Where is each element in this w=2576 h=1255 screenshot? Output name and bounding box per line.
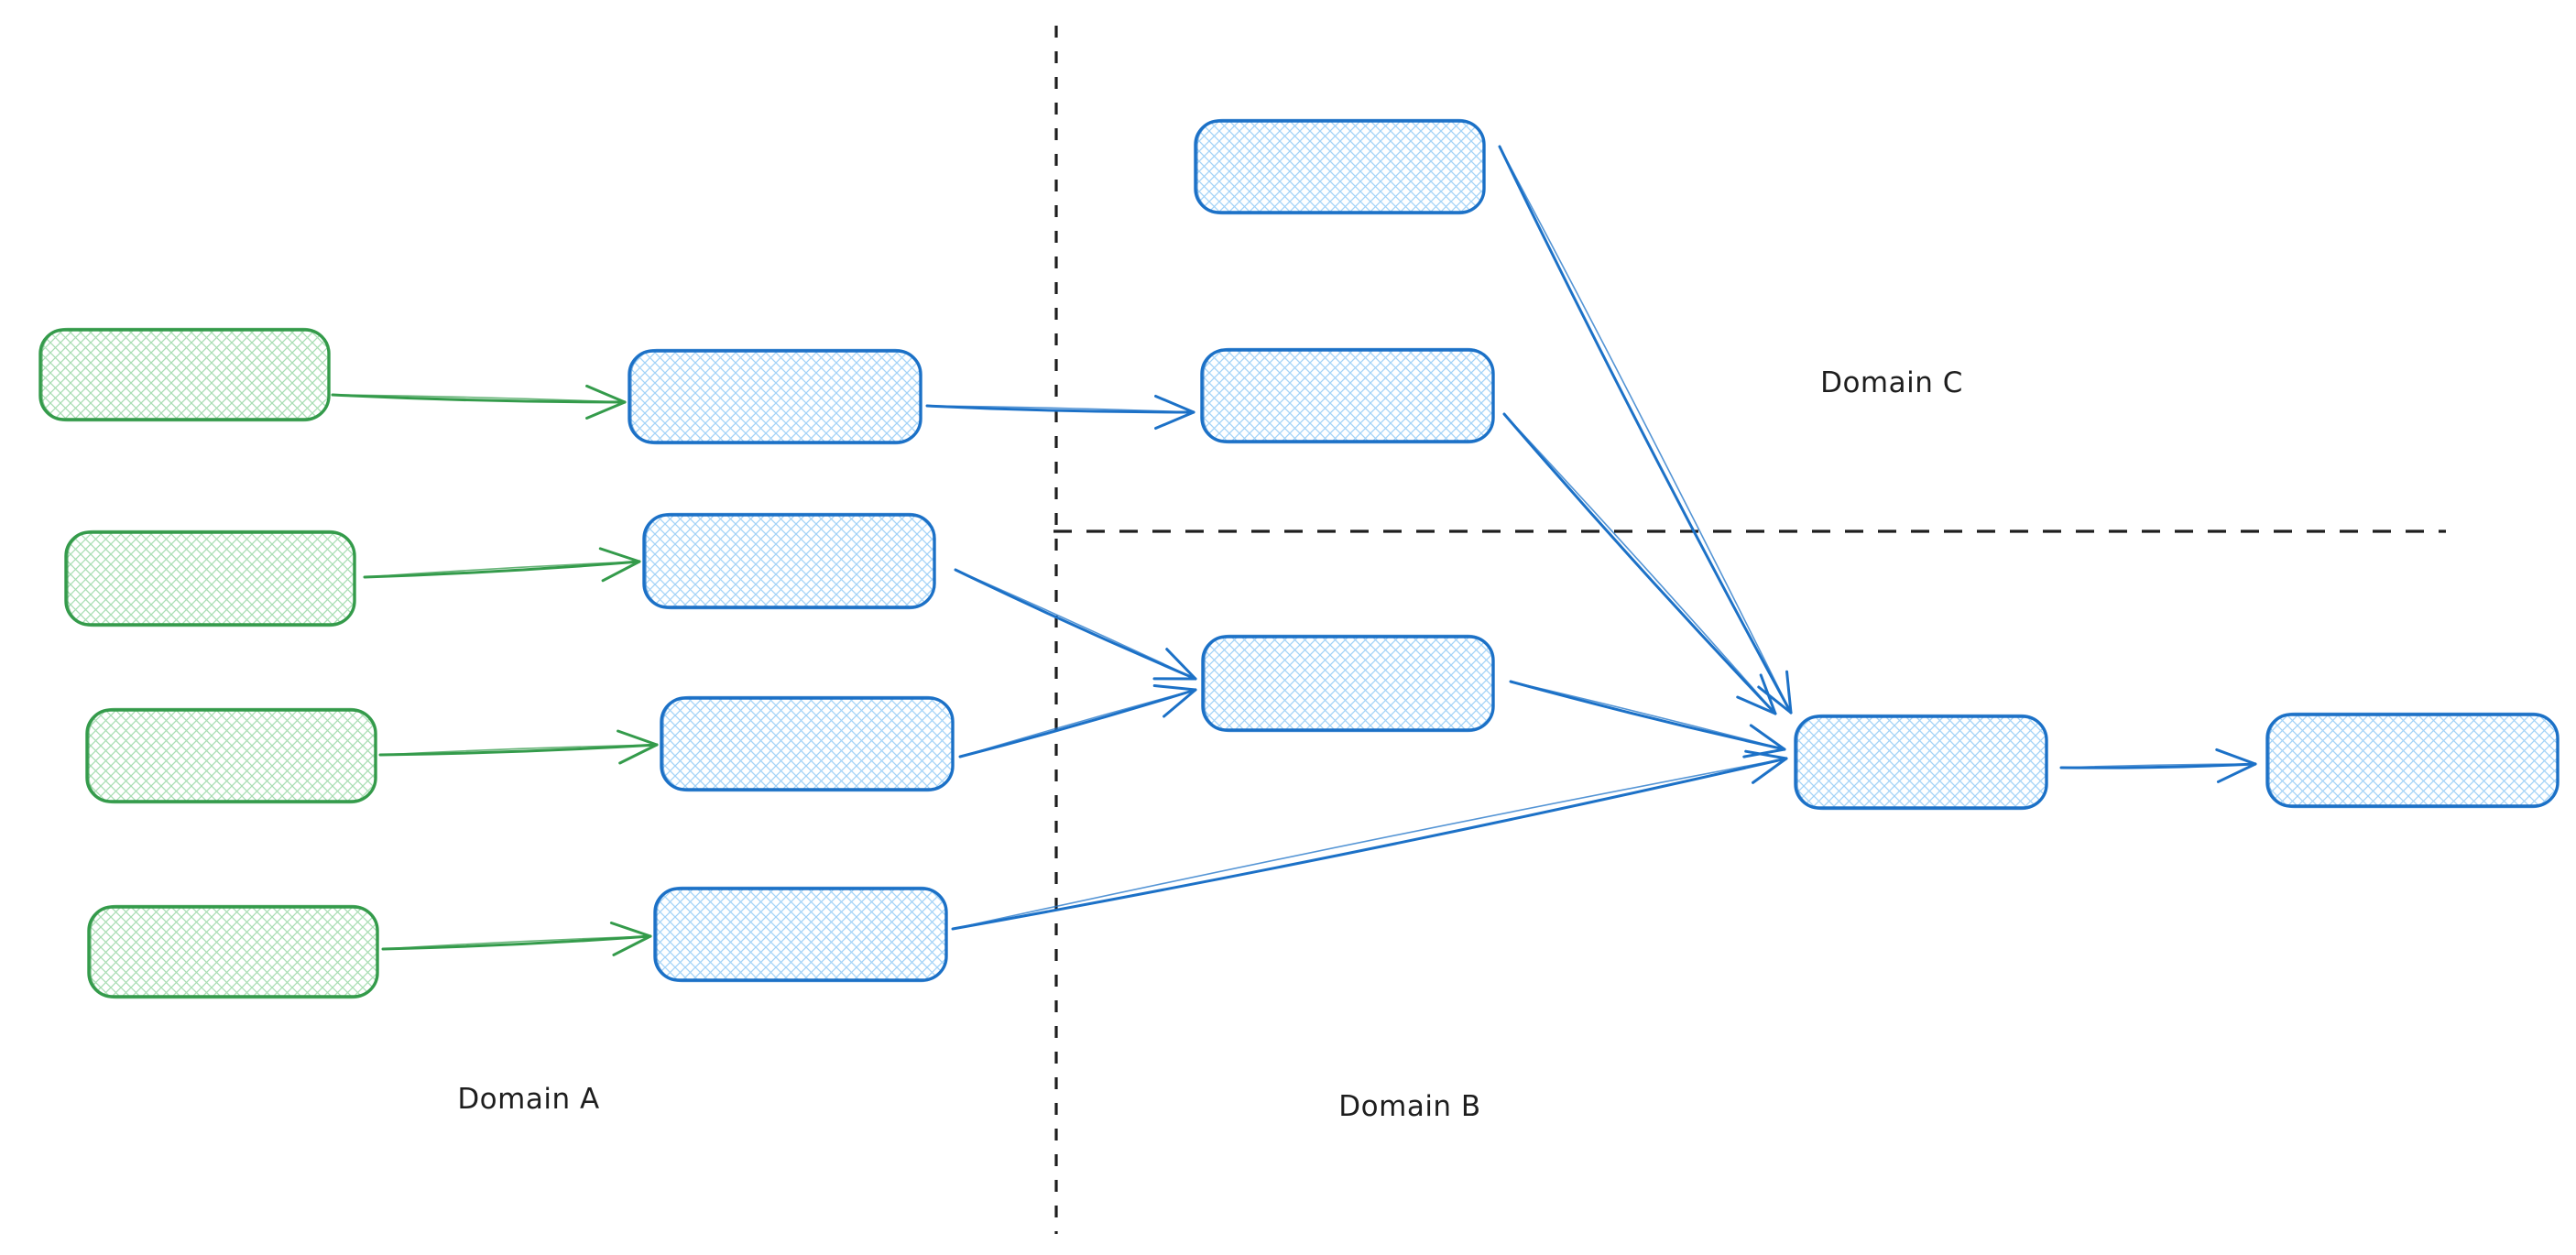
node-a1 xyxy=(38,327,331,422)
node-m2 xyxy=(642,512,936,610)
edge-m2-to-b1 xyxy=(954,568,1197,681)
label-domain-c: Domain C xyxy=(1820,366,1963,399)
edge-m4-to-b2 xyxy=(951,749,1788,931)
node-a2 xyxy=(64,529,356,628)
edge-m3-to-b1 xyxy=(958,684,1197,758)
node-b2 xyxy=(1794,714,2048,811)
node-m4 xyxy=(653,886,948,983)
node-c2 xyxy=(1200,347,1495,444)
edge-c2-to-b2 xyxy=(1502,412,1777,715)
node-a4 xyxy=(87,904,379,999)
label-domain-a: Domain A xyxy=(457,1083,599,1116)
node-b3 xyxy=(2265,712,2560,809)
node-b1 xyxy=(1201,634,1495,733)
label-domain-b: Domain B xyxy=(1338,1090,1480,1123)
node-m3 xyxy=(660,695,955,792)
edge-a3-to-m3 xyxy=(378,729,659,765)
edge-a2-to-m2 xyxy=(363,547,641,583)
node-a3 xyxy=(85,707,377,804)
edge-b2-to-b3 xyxy=(2059,748,2257,783)
edge-m1-to-c2 xyxy=(925,394,1195,431)
node-c1 xyxy=(1194,118,1486,215)
edge-a4-to-m4 xyxy=(381,922,652,956)
node-m1 xyxy=(628,348,922,445)
edge-b1-to-b2 xyxy=(1509,680,1786,758)
edge-c1-to-b2 xyxy=(1498,145,1793,715)
edge-a1-to-m1 xyxy=(331,384,627,420)
